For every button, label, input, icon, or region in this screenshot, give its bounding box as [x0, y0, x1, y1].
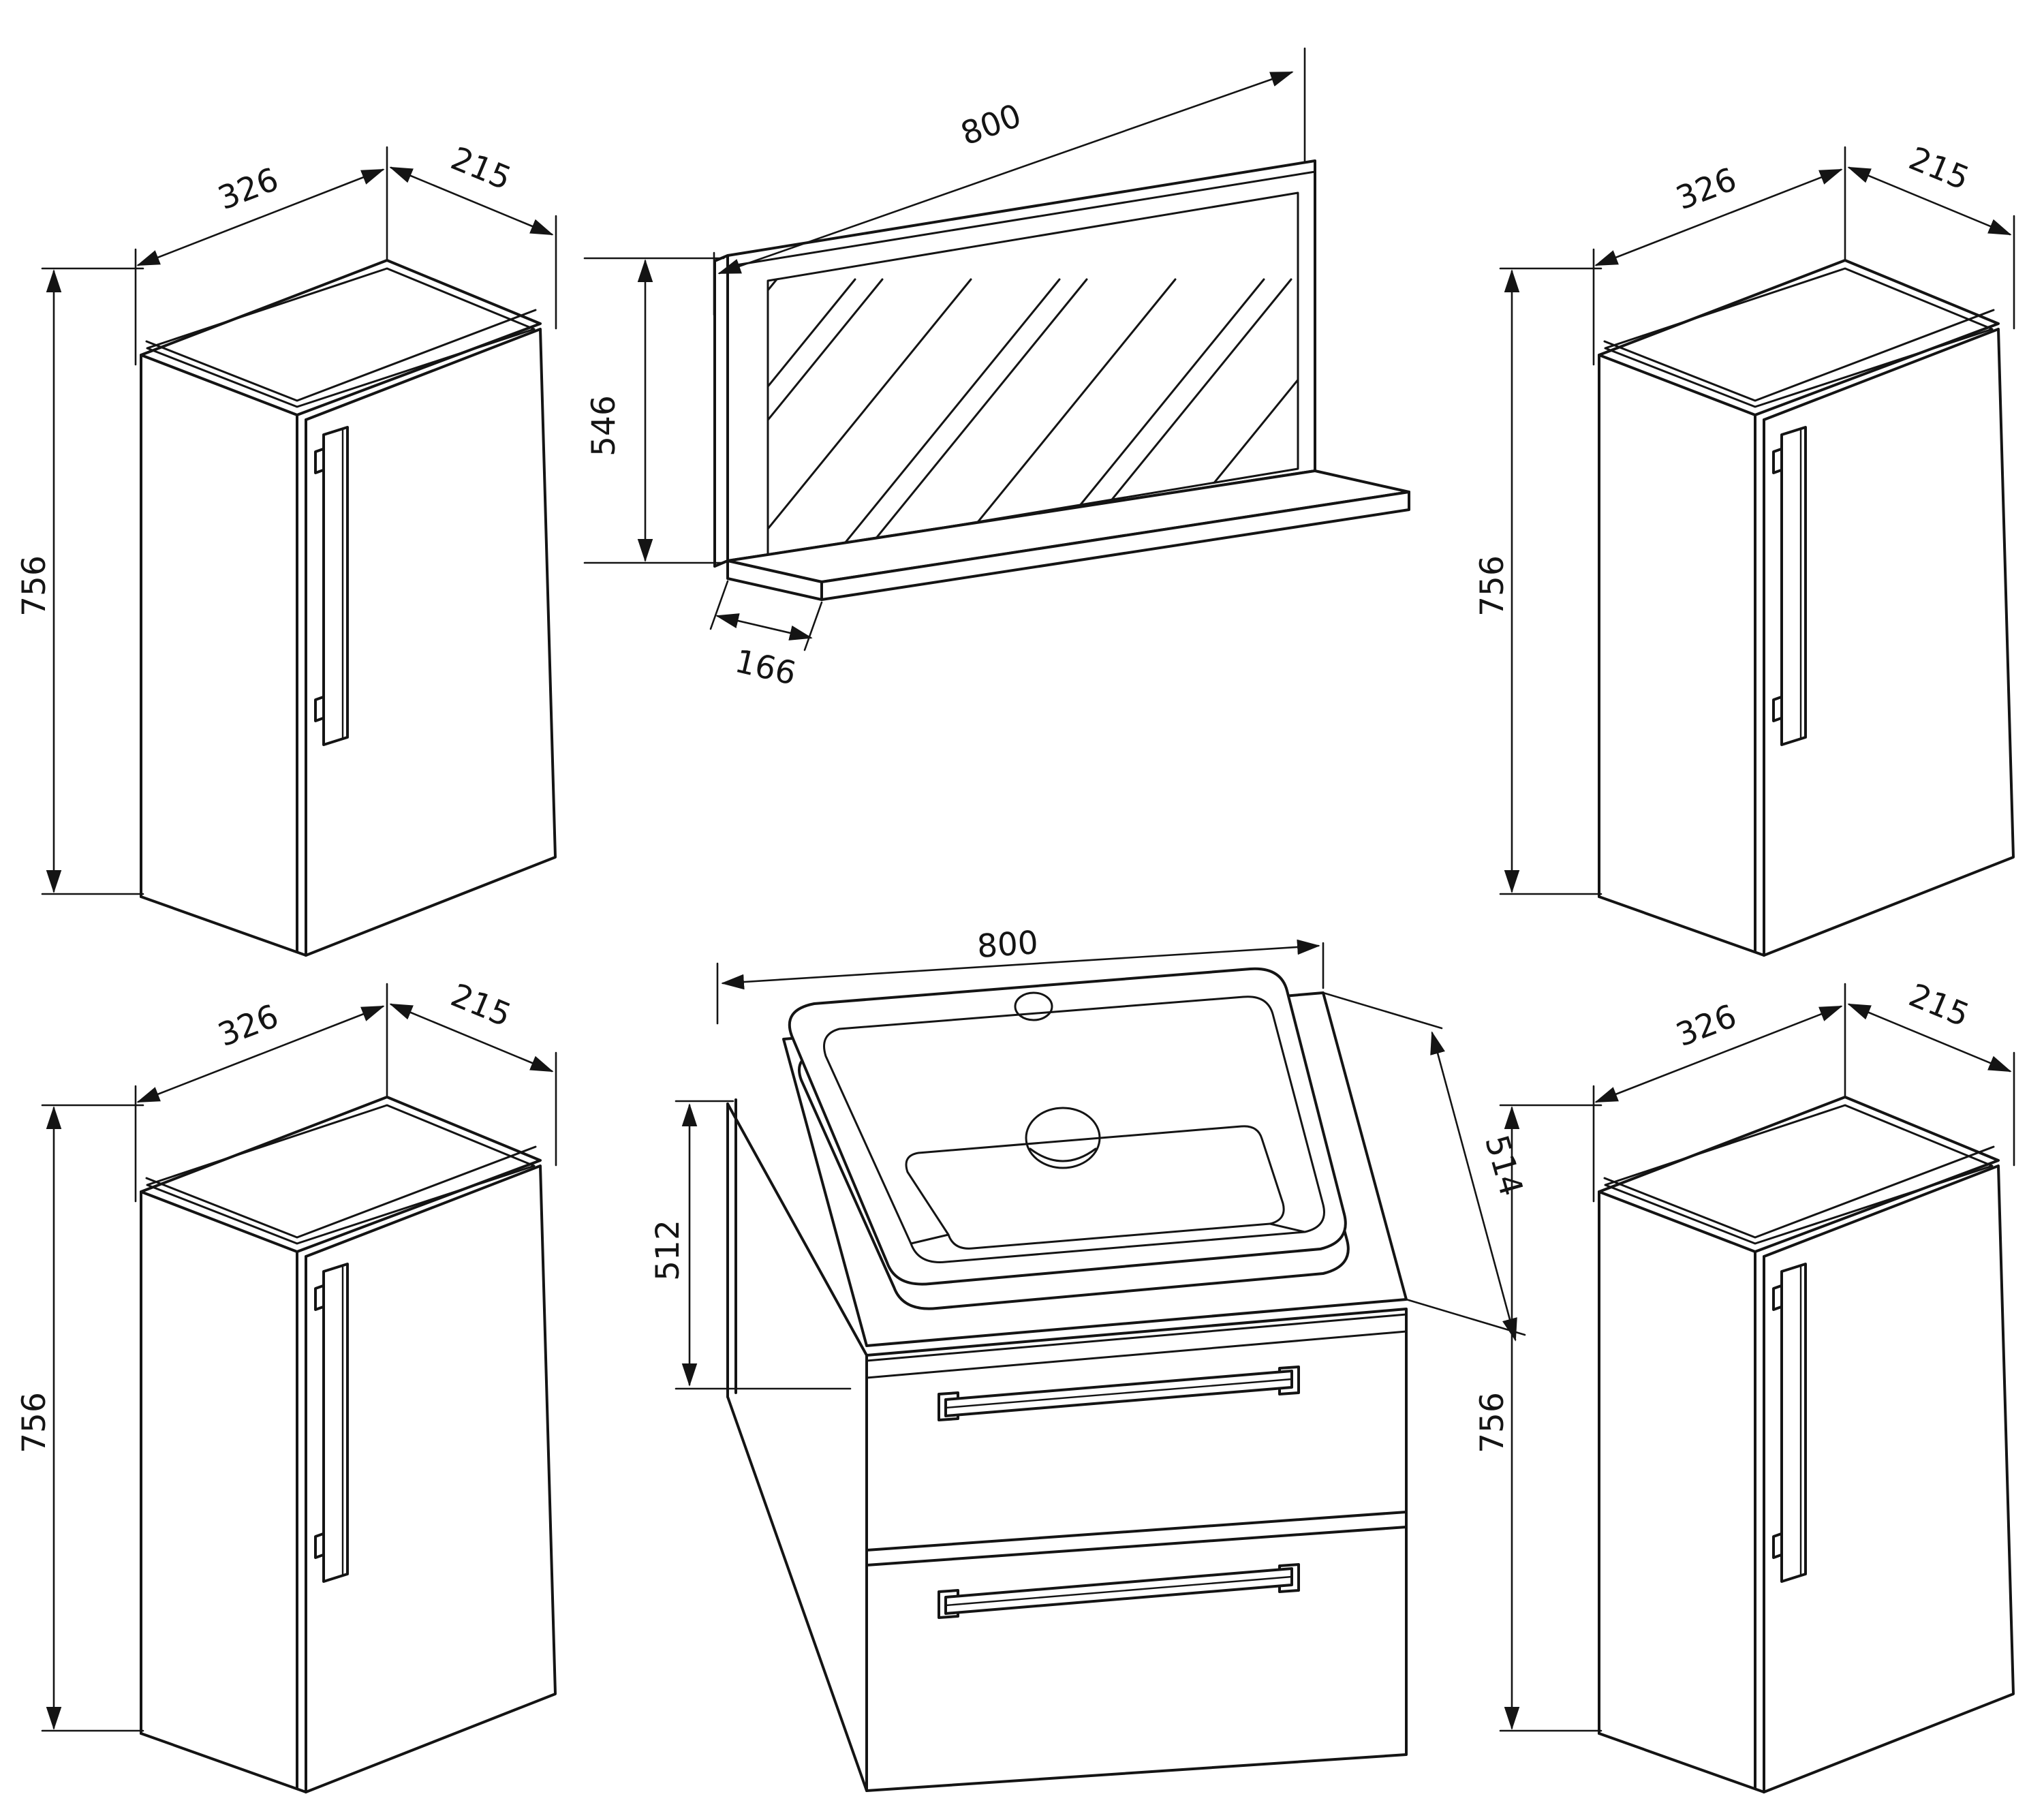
ext-line	[803, 601, 823, 651]
drawer-handle-bottom	[938, 1563, 1300, 1619]
handle-bar-inner-line	[944, 1378, 1293, 1409]
dim-line-basin-depth	[1430, 1031, 1517, 1342]
mirror-drawing: 800 546 166	[583, 47, 1410, 693]
cabinet-bottom-left	[16, 976, 556, 1792]
ext-line	[1405, 1298, 1526, 1336]
dim-label-mirror-width: 800	[956, 97, 1026, 153]
vanity-left-panel-top	[726, 1102, 868, 1357]
dim-line-mirror-width	[717, 71, 1294, 275]
dim-line-vanity-width	[721, 939, 1320, 990]
dim-label-vanity-height: 512	[649, 1220, 687, 1281]
basin-wall-join-left	[910, 1233, 950, 1245]
cabinet-bottom-right	[1474, 976, 2014, 1792]
drawer-top-gap-line	[865, 1330, 1408, 1379]
counter-band-line	[865, 1313, 1408, 1362]
dim-label-basin-depth: 514	[1477, 1131, 1530, 1200]
basin-rim-inner	[823, 996, 1325, 1263]
dim-label-shelf-depth: 166	[732, 643, 800, 693]
drawer-handle-top	[938, 1366, 1300, 1421]
vanity-left-panel-bottom	[726, 1395, 868, 1792]
ext-line	[1322, 991, 1443, 1030]
ext-line	[709, 580, 729, 630]
drain-hole	[1025, 1107, 1101, 1169]
mirror-shelf-left-cap	[726, 559, 823, 601]
dim-label-mirror-height: 546	[585, 395, 623, 457]
handle-foot-left	[938, 1589, 959, 1619]
handle-foot-left	[938, 1391, 959, 1421]
cabinet-top-left	[16, 140, 556, 955]
vanity-drawing: 800 514 512	[649, 924, 1530, 1792]
drawer-divider-line-2	[865, 1526, 1408, 1567]
dim-label-vanity-width: 800	[976, 924, 1039, 966]
handle-bar-inner-line	[944, 1575, 1293, 1607]
drain-hole-inner-arc	[1029, 1147, 1097, 1162]
vanity-dimension-lines	[675, 939, 1526, 1390]
vanity-basin	[788, 967, 1350, 1310]
mirror-dimension-lines	[583, 47, 1306, 651]
cabinet-top-right	[1474, 140, 2014, 955]
vanity-front-face	[865, 1308, 1408, 1792]
faucet-hole	[1014, 991, 1053, 1021]
drawer-divider-line	[865, 1511, 1408, 1552]
dim-line-shelf-depth	[715, 613, 813, 641]
basin-wall-join-right	[1269, 1222, 1306, 1233]
